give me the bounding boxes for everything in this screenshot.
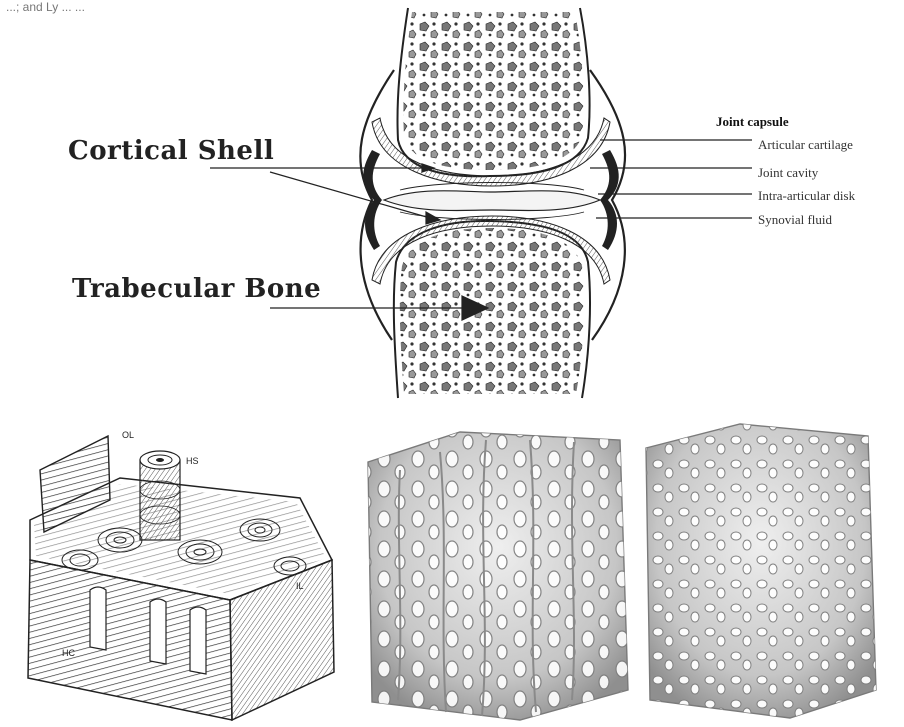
- articular-cartilage-label: Articular cartilage: [758, 137, 853, 153]
- joint-capsule-label: Joint capsule: [716, 114, 789, 130]
- synovial-fluid-label: Synovial fluid: [758, 212, 832, 228]
- hs-label: HS: [186, 456, 199, 466]
- upper-bone-interior: [403, 12, 583, 170]
- intra-articular-disk-label: Intra-articular disk: [758, 188, 855, 204]
- trabecular-bone-label: Trabecular Bone: [72, 274, 321, 304]
- il-label: IL: [296, 581, 304, 591]
- intra-articular-disk: [384, 191, 600, 211]
- cortical-bone-block: [28, 436, 334, 720]
- trabecular-render-rods: [646, 424, 876, 718]
- cortical-shell-label: Cortical Shell: [68, 136, 274, 166]
- lower-bone-interior: [400, 228, 584, 394]
- ol-label: OL: [122, 430, 134, 440]
- synovial-joint-diagram: [360, 8, 625, 398]
- haversian-system-cylinder: [140, 451, 180, 540]
- hc-label: HC: [62, 648, 75, 658]
- trabecular-render-plates: [368, 432, 628, 720]
- joint-cavity-label: Joint cavity: [758, 165, 818, 181]
- dark-capsule-band-right: [600, 150, 619, 250]
